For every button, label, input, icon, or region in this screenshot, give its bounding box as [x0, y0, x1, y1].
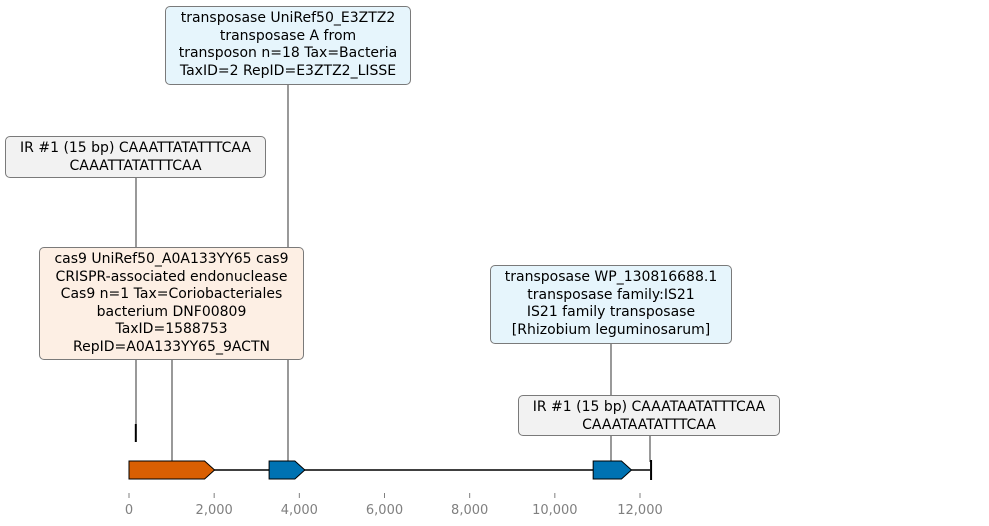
- label-transposase-e3ztz2: transposase UniRef50_E3ZTZ2 transposase …: [165, 6, 411, 85]
- x-tick-label: 8,000: [451, 503, 488, 518]
- feature-arrow-transposase-2: [592, 460, 633, 480]
- ir-mark-layer: [134, 424, 653, 480]
- feature-layer: [128, 460, 633, 480]
- feature-arrow-cas9: [128, 460, 216, 480]
- x-axis: 0 2,000 4,000 6,000 8,000 10,000 12,000: [125, 493, 663, 518]
- label-ir-right: IR #1 (15 bp) CAAATAATATTTCAA CAAATAATAT…: [518, 395, 780, 436]
- label-transposase-wp: transposase WP_130816688.1 transposase f…: [490, 265, 732, 344]
- feature-arrow-transposase-1: [268, 460, 306, 480]
- x-tick-label: 0: [125, 503, 133, 518]
- label-cas9: cas9 UniRef50_A0A133YY65 cas9 CRISPR-ass…: [39, 247, 304, 360]
- x-tick-label: 2,000: [196, 503, 233, 518]
- label-ir-left: IR #1 (15 bp) CAAATTATATTTCAA CAAATTATAT…: [5, 136, 266, 178]
- x-tick-label: 6,000: [366, 503, 403, 518]
- x-tick-label: 4,000: [281, 503, 318, 518]
- x-tick-label: 12,000: [617, 503, 663, 518]
- x-tick-label: 10,000: [532, 503, 578, 518]
